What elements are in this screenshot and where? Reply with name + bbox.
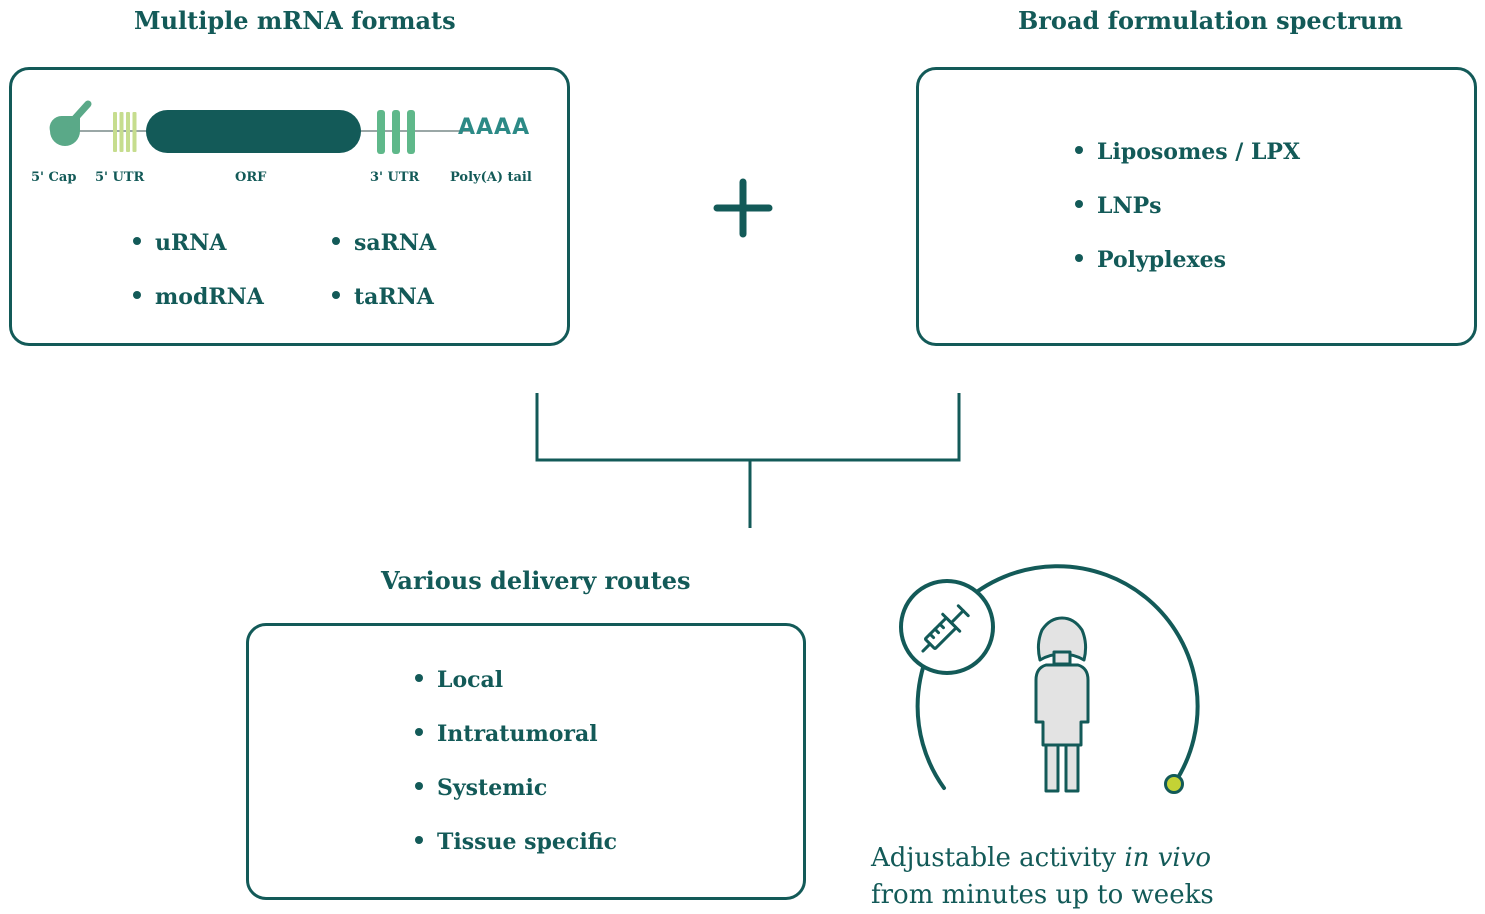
formulation-item-lnps: LNPs [1075, 193, 1162, 219]
caption-text: Adjustable activity [871, 843, 1125, 873]
route-item-systemic: Systemic [415, 775, 547, 801]
segment-label-orf: ORF [235, 170, 267, 185]
formulation-item-liposomes: Liposomes / LPX [1075, 139, 1300, 165]
format-item-urna: uRNA [133, 230, 226, 256]
segment-label-5-utr: 5' UTR [95, 170, 145, 185]
caption-italic: in vivo [1124, 843, 1212, 873]
poly-a-sequence: AAAA [458, 115, 531, 140]
format-item-sarna: saRNA [332, 230, 436, 256]
caption-line-2: from minutes up to weeks [871, 880, 1214, 910]
five-prime-cap-icon [49, 100, 92, 146]
person-figure-icon [1034, 616, 1090, 793]
route-item-intratumoral: Intratumoral [415, 721, 598, 747]
segment-label-3-utr: 3' UTR [370, 170, 420, 185]
three-prime-utr-bars [377, 110, 415, 154]
formulation-heading: Broad formulation spectrum [1018, 6, 1403, 35]
plus-icon [713, 178, 773, 238]
formulation-panel [916, 67, 1477, 346]
caption-line-1: Adjustable activity in vivo [871, 840, 1214, 877]
format-item-modrna: modRNA [133, 284, 264, 310]
formats-heading: Multiple mRNA formats [134, 6, 456, 35]
activity-arc [915, 564, 1200, 790]
format-item-tarna: taRNA [332, 284, 434, 310]
route-item-tissue-specific: Tissue specific [415, 829, 617, 855]
segment-label-poly-a-tail: Poly(A) tail [450, 170, 532, 185]
routes-heading: Various delivery routes [381, 566, 691, 595]
route-item-local: Local [415, 667, 503, 693]
orf-block [146, 110, 361, 153]
routes-panel [246, 623, 806, 900]
segment-label-5-cap: 5' Cap [31, 170, 77, 185]
formulation-item-polyplexes: Polyplexes [1075, 247, 1226, 273]
five-prime-utr-bars [113, 112, 137, 152]
arc-end-dot [1164, 774, 1184, 794]
syringe-badge-icon [899, 579, 995, 675]
connector-bracket [535, 393, 961, 528]
activity-caption: Adjustable activity in vivo from minutes… [871, 840, 1214, 914]
